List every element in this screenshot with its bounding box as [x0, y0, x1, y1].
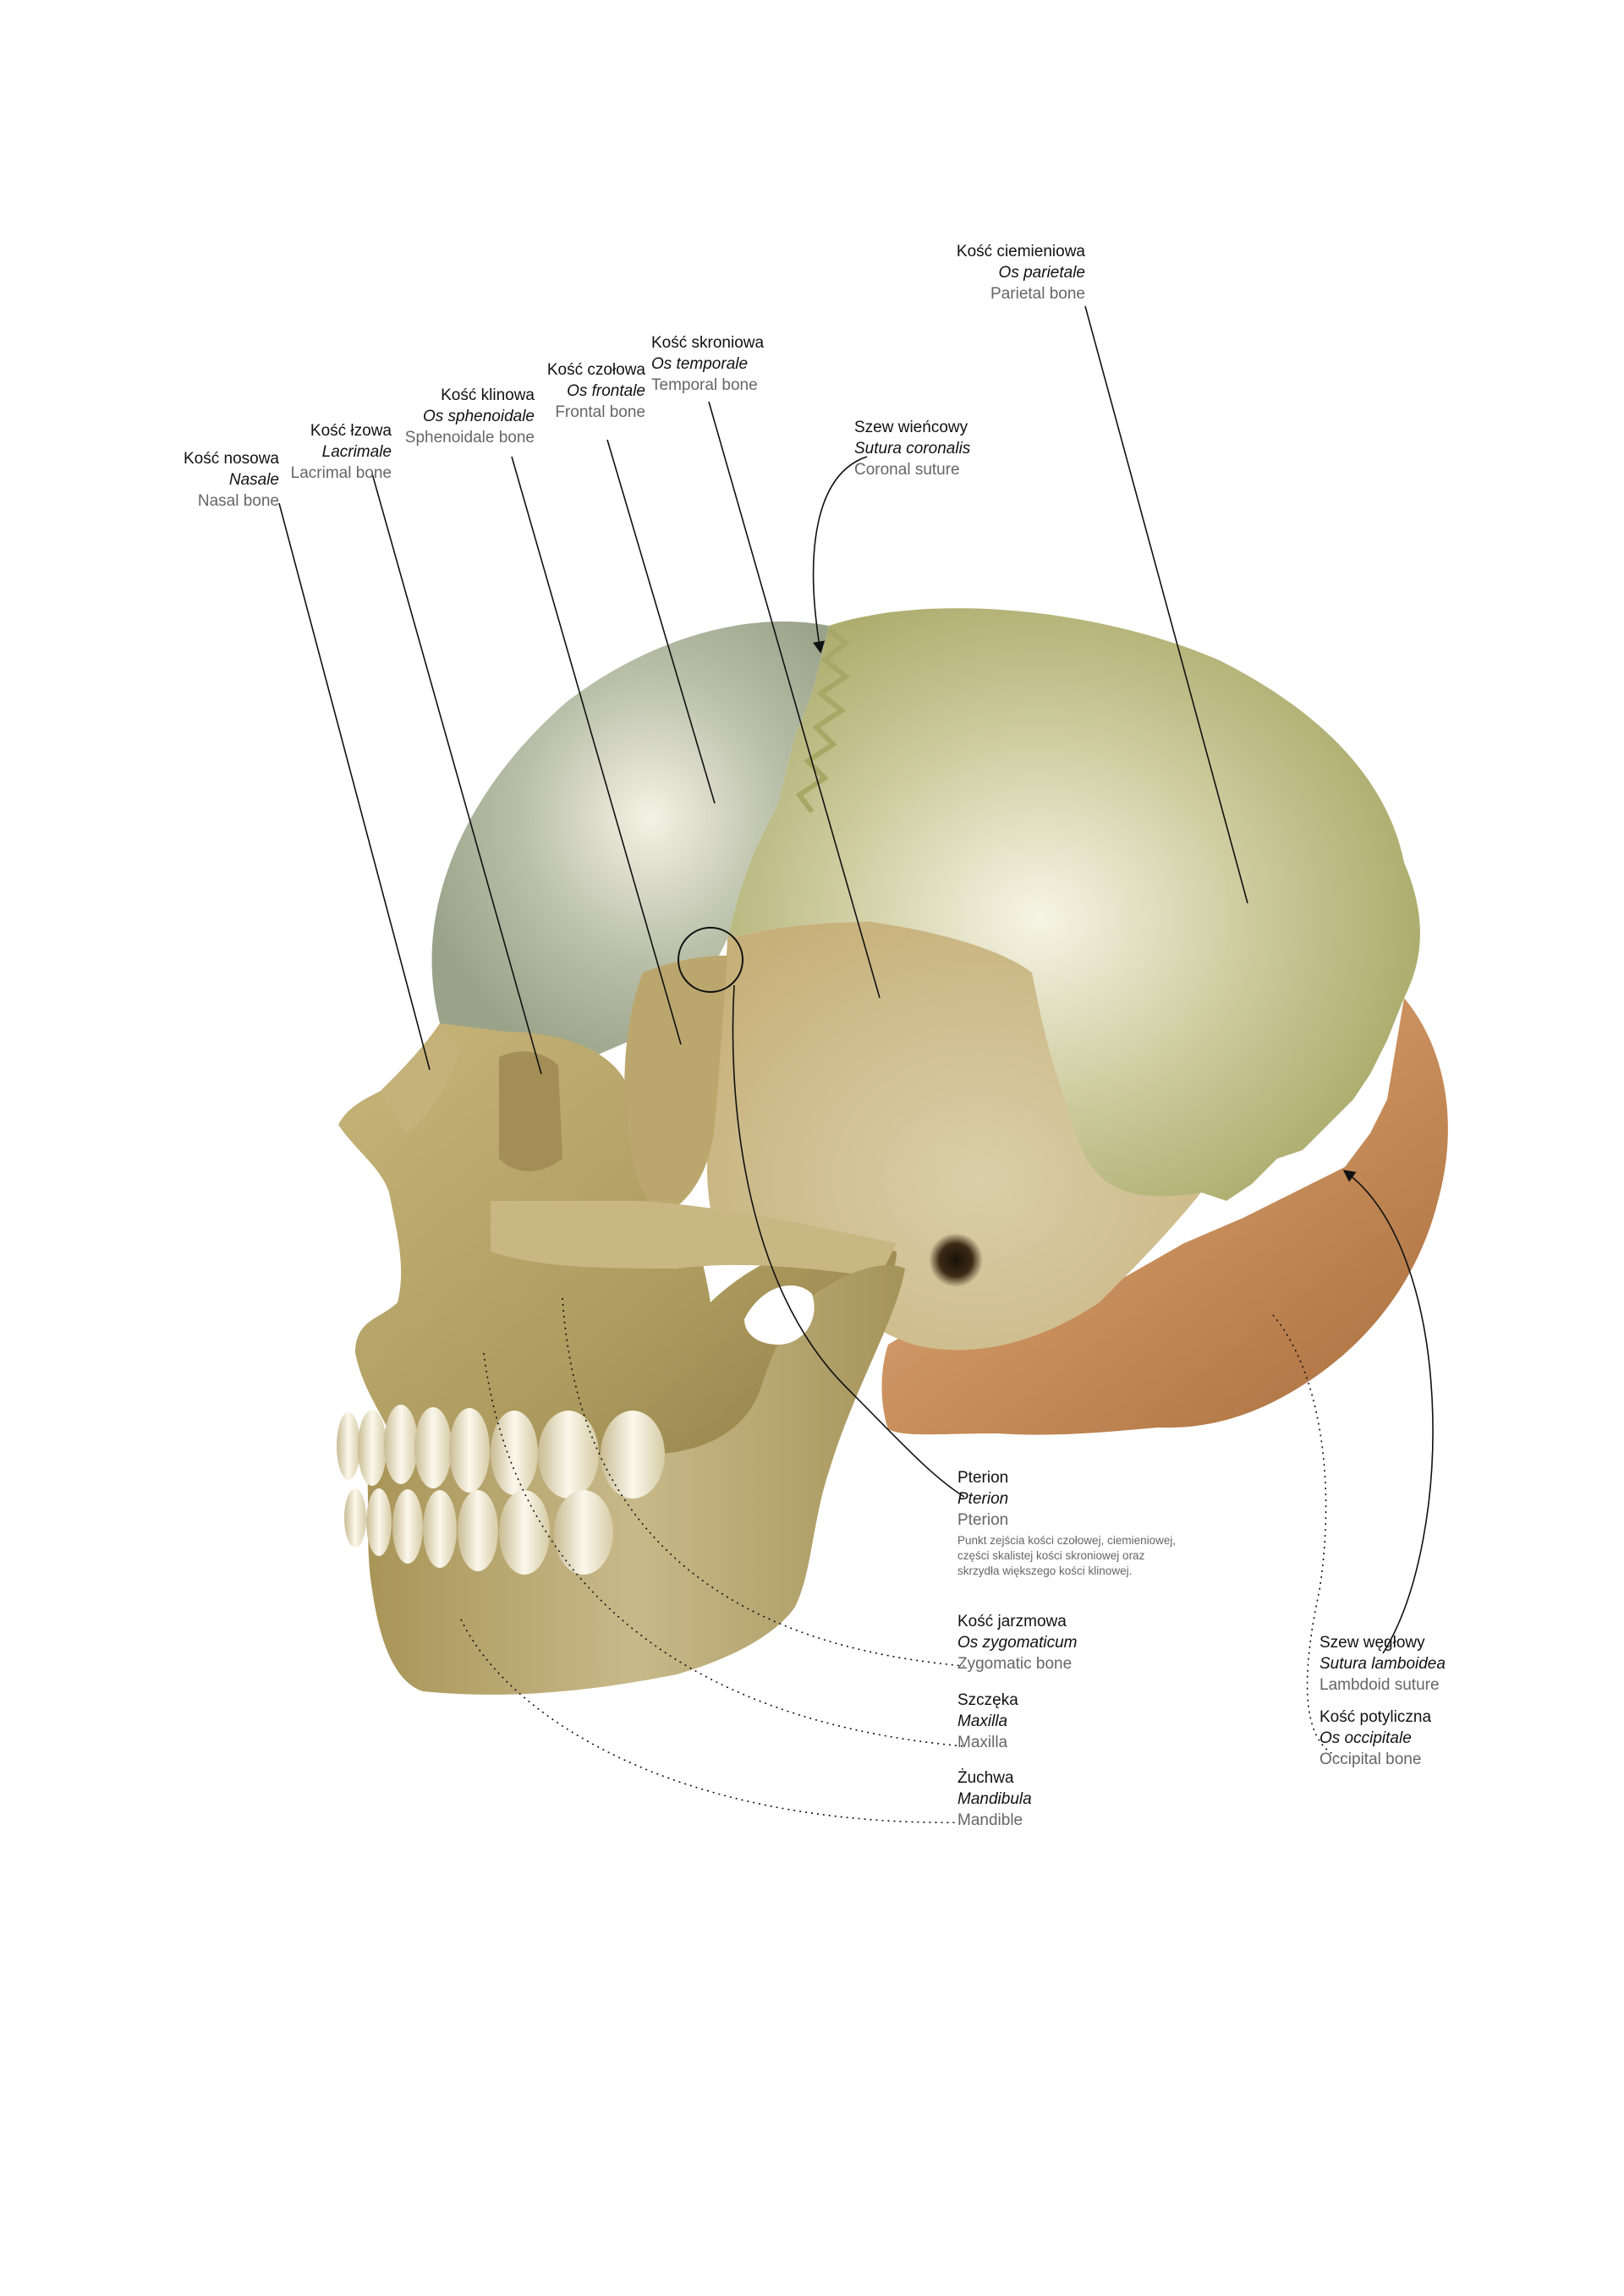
label-frontal-en: Frontal bone [547, 402, 645, 423]
label-zygomatic-la: Os zygomaticum [957, 1632, 1077, 1653]
label-pterion-en: Pterion [957, 1510, 1186, 1531]
label-pterion-la: Pterion [957, 1488, 1186, 1510]
label-lambdoid: Szew węgłowy Sutura lamboidea Lambdoid s… [1320, 1632, 1446, 1696]
label-pterion-desc: Punkt zejścia kości czołowej, ciemieniow… [957, 1533, 1186, 1579]
label-lambdoid-en: Lambdoid suture [1320, 1674, 1446, 1696]
label-maxilla-la: Maxilla [957, 1711, 1018, 1732]
label-mandible-pl: Żuchwa [957, 1767, 1032, 1789]
label-nasal-la: Nasale [184, 469, 279, 490]
label-parietal-en: Parietal bone [957, 283, 1085, 304]
label-mandible: Żuchwa Mandibula Mandible [957, 1767, 1032, 1831]
label-nasal-en: Nasal bone [184, 490, 279, 512]
label-zygomatic: Kość jarzmowa Os zygomaticum Zygomatic b… [957, 1611, 1077, 1674]
label-temporal-la: Os temporale [651, 353, 764, 375]
label-frontal-pl: Kość czołowa [547, 359, 645, 381]
label-coronal-en: Coronal suture [854, 459, 970, 480]
label-parietal-pl: Kość ciemieniowa [957, 241, 1085, 262]
label-maxilla-en: Maxilla [957, 1732, 1018, 1753]
label-occipital-pl: Kość potyliczna [1320, 1707, 1431, 1728]
label-coronal-la: Sutura coronalis [854, 438, 970, 459]
label-occipital-la: Os occipitale [1320, 1728, 1431, 1749]
label-lacrimal-la: Lacrimale [291, 441, 392, 463]
label-lacrimal-en: Lacrimal bone [291, 463, 392, 484]
label-lambdoid-pl: Szew węgłowy [1320, 1632, 1446, 1653]
label-temporal-en: Temporal bone [651, 375, 764, 396]
label-pterion: Pterion Pterion Pterion Punkt zejścia ko… [957, 1467, 1186, 1579]
label-sphenoid-la: Os sphenoidale [405, 406, 535, 427]
label-parietal: Kość ciemieniowa Os parietale Parietal b… [957, 241, 1085, 304]
label-frontal: Kość czołowa Os frontale Frontal bone [547, 359, 645, 423]
lacrimal-bone [499, 1051, 562, 1171]
label-mandible-la: Mandibula [957, 1789, 1032, 1810]
label-frontal-la: Os frontale [547, 381, 645, 402]
label-sphenoid-en: Sphenoidale bone [405, 427, 535, 448]
label-lambdoid-la: Sutura lamboidea [1320, 1653, 1446, 1674]
label-maxilla: Szczęka Maxilla Maxilla [957, 1690, 1018, 1753]
label-coronal-pl: Szew wieńcowy [854, 417, 970, 438]
label-nasal: Kość nosowa Nasale Nasal bone [184, 448, 279, 512]
label-coronal: Szew wieńcowy Sutura coronalis Coronal s… [854, 417, 970, 480]
label-pterion-pl: Pterion [957, 1467, 1186, 1488]
label-lacrimal: Kość łzowa Lacrimale Lacrimal bone [291, 420, 392, 484]
label-temporal: Kość skroniowa Os temporale Temporal bon… [651, 332, 764, 396]
label-sphenoid: Kość klinowa Os sphenoidale Sphenoidale … [405, 385, 535, 448]
label-zygomatic-en: Zygomatic bone [957, 1653, 1077, 1674]
label-lacrimal-pl: Kość łzowa [291, 420, 392, 441]
label-parietal-la: Os parietale [957, 262, 1085, 283]
label-occipital-en: Occipital bone [1320, 1749, 1431, 1770]
label-nasal-pl: Kość nosowa [184, 448, 279, 469]
ear-canal [929, 1233, 983, 1287]
label-zygomatic-pl: Kość jarzmowa [957, 1611, 1077, 1632]
label-maxilla-pl: Szczęka [957, 1690, 1018, 1711]
label-sphenoid-pl: Kość klinowa [405, 385, 535, 406]
label-occipital: Kość potyliczna Os occipitale Occipital … [1320, 1707, 1431, 1770]
label-temporal-pl: Kość skroniowa [651, 332, 764, 353]
label-mandible-en: Mandible [957, 1810, 1032, 1831]
